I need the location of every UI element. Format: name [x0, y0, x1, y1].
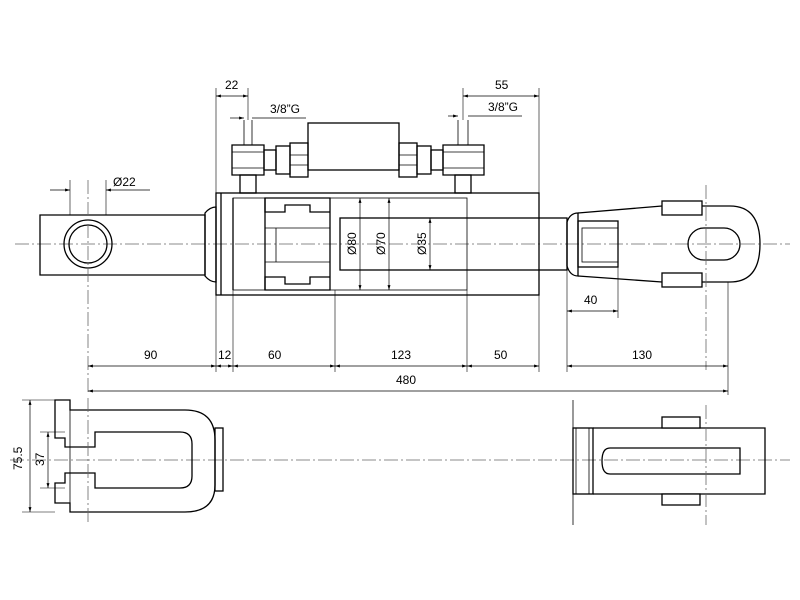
- port-left-width-label: 22: [225, 78, 239, 92]
- length-90-label: 90: [144, 348, 158, 362]
- front-clevis-top-view: [572, 400, 766, 525]
- total-length-label: 480: [396, 373, 416, 387]
- front-clevis: [566, 185, 761, 370]
- length-40-label: 40: [584, 293, 598, 307]
- clevis-inner-label: 37: [33, 452, 47, 466]
- length-60-label: 60: [268, 348, 282, 362]
- length-130-label: 130: [632, 348, 652, 362]
- rear-mounting-eye: [39, 180, 206, 395]
- length-dimensions: [88, 267, 729, 395]
- cylinder-body: [204, 192, 568, 296]
- port-right-width-label: 55: [495, 78, 509, 92]
- thread-left-label: 3/8”G: [270, 102, 300, 116]
- pin-hole-label: Ø22: [113, 175, 136, 189]
- top-dimensions: [50, 88, 540, 215]
- thread-right-label: 3/8”G: [488, 100, 518, 114]
- rod-diameter-label: Ø35: [415, 232, 429, 255]
- clevis-outer-label: 75.5: [11, 446, 25, 470]
- length-12-label: 12: [218, 348, 232, 362]
- length-123-label: 123: [391, 348, 411, 362]
- diameter-dimensions: [358, 198, 432, 290]
- length-50-label: 50: [494, 348, 508, 362]
- rear-clevis-top-view: [22, 398, 224, 525]
- hydraulic-ports: [231, 120, 485, 194]
- bore-inner-label: Ø70: [374, 232, 388, 255]
- bore-outer-label: Ø80: [345, 232, 359, 255]
